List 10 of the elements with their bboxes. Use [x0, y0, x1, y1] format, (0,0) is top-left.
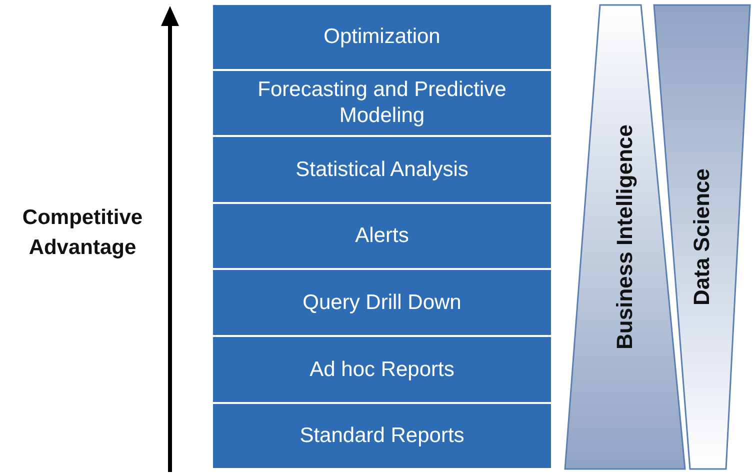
capability-layer: Ad hoc Reports [213, 337, 551, 404]
capability-layer: Statistical Analysis [213, 137, 551, 204]
capability-layer: Alerts [213, 204, 551, 270]
capability-layer: Standard Reports [213, 404, 551, 470]
vertical-label: Business Intelligence [612, 124, 638, 350]
capability-layer: Forecasting and Predictive Modeling [213, 71, 551, 137]
capability-layer: Optimization [213, 5, 551, 71]
axis-label: Competitive Advantage [21, 205, 144, 261]
vertical-label: Data Science [689, 168, 715, 306]
capability-layer: Query Drill Down [213, 270, 551, 337]
